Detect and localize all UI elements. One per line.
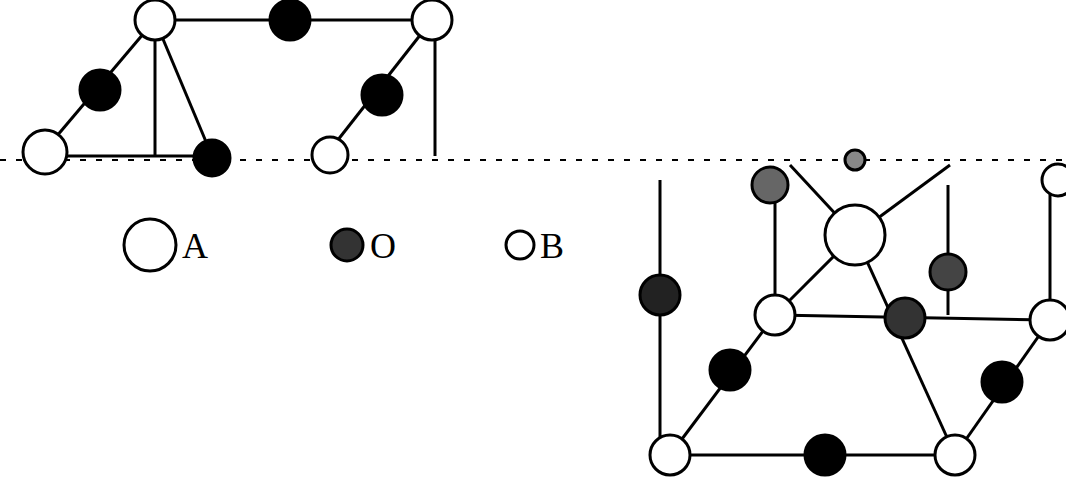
cut-line <box>0 159 1066 161</box>
legend-sample <box>331 229 363 261</box>
legend-sample <box>124 219 176 271</box>
bond-lines <box>45 20 1050 455</box>
legend-label: O <box>370 228 396 264</box>
legend-label: B <box>540 228 564 264</box>
legend-sample <box>506 231 534 259</box>
atoms <box>23 0 1066 475</box>
legend-label: A <box>182 228 208 264</box>
